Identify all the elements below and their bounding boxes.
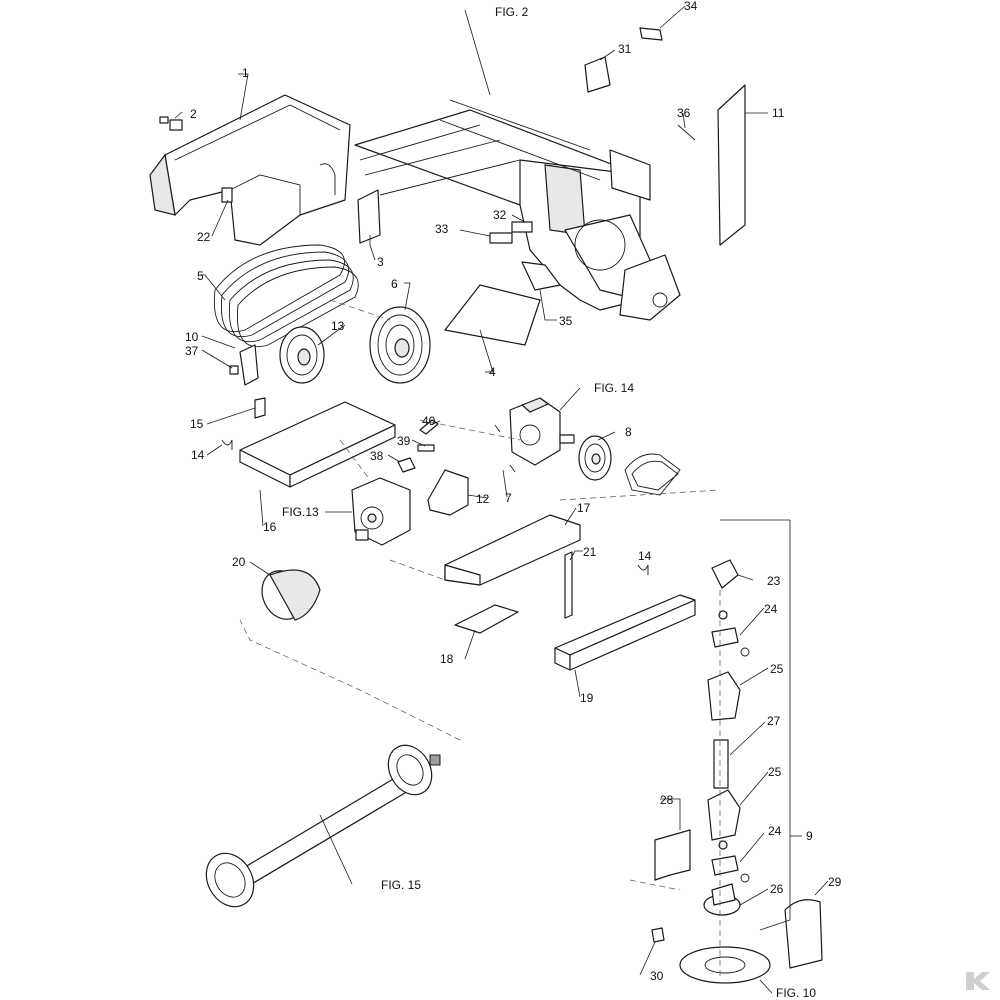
panel-11 — [717, 84, 746, 246]
label-24b: 24 — [768, 824, 782, 838]
label-31: 31 — [618, 42, 632, 56]
fig-ref-15: FIG. 15 — [381, 878, 421, 892]
clip-22 — [221, 187, 233, 203]
clip-14a — [221, 439, 233, 450]
label-10: 10 — [185, 330, 199, 344]
drive-shaft-fig15 — [205, 744, 441, 908]
label-37: 37 — [185, 344, 199, 358]
disc-fig10 — [679, 946, 771, 984]
main-frame — [354, 99, 681, 321]
label-2: 2 — [190, 107, 197, 121]
label-11: 11 — [772, 106, 785, 120]
label-14b: 14 — [638, 549, 652, 563]
label-13: 13 — [331, 319, 345, 333]
label-3: 3 — [377, 255, 384, 269]
beam-19 — [554, 594, 696, 671]
pin-39 — [417, 444, 435, 452]
label-16: 16 — [263, 520, 277, 534]
label-33: 33 — [435, 222, 449, 236]
bracket-line-9 — [759, 520, 791, 931]
fig-ref-2: FIG. 2 — [495, 5, 529, 19]
pin-7 — [494, 424, 516, 473]
label-7: 7 — [505, 491, 512, 505]
bracket-28 — [654, 829, 691, 881]
label-12: 12 — [476, 492, 490, 506]
label-14a: 14 — [191, 448, 205, 462]
plate-3 — [357, 189, 381, 244]
guard-29 — [784, 899, 823, 969]
label-36: 36 — [677, 106, 691, 120]
label-21: 21 — [583, 545, 597, 559]
assembly-lines — [239, 299, 721, 980]
fig-ref-14: FIG. 14 — [594, 381, 634, 395]
strip-34 — [639, 27, 663, 41]
gearbox-fig14 — [509, 397, 575, 466]
plate-32 — [511, 221, 533, 233]
figure-references: FIG. 2 FIG.13 FIG. 14 FIG. 15 FIG. 10 — [282, 5, 816, 1000]
clip-30 — [651, 927, 665, 943]
pulley-6 — [369, 306, 431, 384]
fig-ref-10: FIG. 10 — [776, 986, 816, 1000]
nut-38 — [397, 457, 416, 473]
label-22: 22 — [197, 230, 211, 244]
pulley-8 — [578, 435, 612, 481]
plate-18 — [454, 604, 519, 634]
label-38: 38 — [370, 449, 384, 463]
plate-31 — [584, 56, 611, 93]
belts-5 — [213, 244, 359, 347]
label-8: 8 — [625, 425, 632, 439]
label-17: 17 — [577, 501, 591, 515]
bolt-2 — [159, 116, 183, 131]
cover-1 — [149, 94, 351, 246]
label-32: 32 — [493, 208, 507, 222]
label-26: 26 — [770, 882, 784, 896]
label-29: 29 — [828, 875, 842, 889]
label-25a: 25 — [770, 662, 784, 676]
guard-4 — [444, 284, 541, 346]
label-19: 19 — [580, 691, 594, 705]
gearbox-fig13 — [351, 477, 411, 546]
label-9: 9 — [806, 829, 813, 843]
label-24a: 24 — [764, 602, 778, 616]
tray-16 — [239, 401, 396, 488]
label-15: 15 — [190, 417, 204, 431]
clip-15 — [254, 397, 266, 419]
label-23: 23 — [767, 574, 781, 588]
fig-ref-13: FIG.13 — [282, 505, 319, 519]
driveline-9 — [703, 559, 750, 916]
pin-36 — [677, 124, 696, 141]
label-5: 5 — [197, 269, 204, 283]
post-21 — [564, 551, 573, 619]
support-17 — [444, 514, 581, 586]
pulley-13 — [279, 326, 325, 384]
label-40: 40 — [422, 414, 436, 428]
bracket-35 — [521, 261, 561, 291]
plate-33 — [489, 232, 513, 244]
label-4: 4 — [489, 365, 496, 379]
label-35: 35 — [559, 314, 573, 328]
bracket-10 — [229, 344, 259, 386]
bracket-12 — [427, 469, 469, 516]
label-30: 30 — [650, 969, 664, 983]
leader-lines — [174, 5, 829, 994]
label-27: 27 — [767, 714, 781, 728]
bowl-20 — [261, 569, 321, 621]
belts-secondary — [624, 453, 681, 496]
label-39: 39 — [397, 434, 411, 448]
label-6: 6 — [391, 277, 398, 291]
label-34: 34 — [684, 0, 698, 13]
label-20: 20 — [232, 555, 246, 569]
callout-labels: 1 2 3 4 5 6 7 8 9 10 11 12 13 14 15 16 1… — [185, 0, 842, 983]
label-28: 28 — [660, 793, 674, 807]
label-18: 18 — [440, 652, 454, 666]
clip-14b — [637, 564, 649, 575]
brand-logo-icon — [966, 972, 990, 990]
label-25b: 25 — [768, 765, 782, 779]
label-1: 1 — [242, 66, 249, 80]
